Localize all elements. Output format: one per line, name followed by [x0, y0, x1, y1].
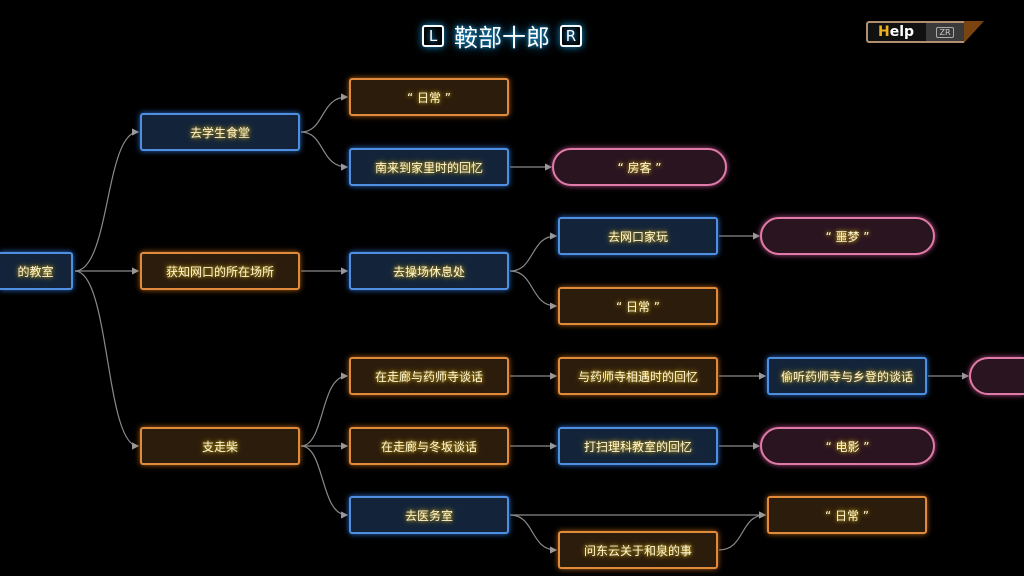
- help-label-rest: elp: [889, 24, 915, 40]
- node-nightmare-ending[interactable]: “ 噩梦 ”: [760, 217, 935, 255]
- node-daily-3[interactable]: “ 日常 ”: [767, 496, 927, 534]
- node-learn-location[interactable]: 获知网口的所在场所: [140, 252, 300, 290]
- node-movie-ending[interactable]: “ 电影 ”: [760, 427, 935, 465]
- chapter-title: L 鞍部十郎 R: [422, 18, 582, 53]
- node-infirmary[interactable]: 去医务室: [349, 496, 509, 534]
- r-button-icon[interactable]: R: [560, 24, 582, 47]
- node-cleaning-memory[interactable]: 打扫理科教室的回忆: [558, 427, 718, 465]
- node-playground[interactable]: 去操场休息处: [349, 252, 509, 290]
- node-root[interactable]: 的教室: [0, 252, 73, 290]
- node-send-away[interactable]: 支走柴: [140, 427, 300, 465]
- node-offscreen-ending[interactable]: [969, 357, 1024, 395]
- node-talk-yakushiji[interactable]: 在走廊与药师寺谈话: [349, 357, 509, 395]
- help-label-first: H: [878, 24, 890, 40]
- l-button-icon[interactable]: L: [422, 24, 444, 47]
- node-lodger-ending[interactable]: “ 房客 ”: [552, 148, 727, 186]
- node-memory-home[interactable]: 南来到家里时的回忆: [349, 148, 509, 186]
- node-cafeteria[interactable]: 去学生食堂: [140, 113, 300, 151]
- node-daily-2[interactable]: “ 日常 ”: [558, 287, 718, 325]
- node-meet-memory[interactable]: 与药师寺相遇时的回忆: [558, 357, 718, 395]
- node-daily-1[interactable]: “ 日常 ”: [349, 78, 509, 116]
- node-ask-shinonome[interactable]: 问东云关于和泉的事: [558, 531, 718, 569]
- help-tab-decoration: [964, 21, 984, 43]
- character-name: 鞍部十郎: [454, 24, 550, 52]
- help-button[interactable]: Help ZR: [866, 21, 986, 43]
- node-visit-amiguchi[interactable]: 去网口家玩: [558, 217, 718, 255]
- node-talk-fuyusaka[interactable]: 在走廊与冬坂谈话: [349, 427, 509, 465]
- zr-button-icon: ZR: [936, 26, 954, 38]
- node-eavesdrop[interactable]: 偷听药师寺与乡登的谈话: [767, 357, 927, 395]
